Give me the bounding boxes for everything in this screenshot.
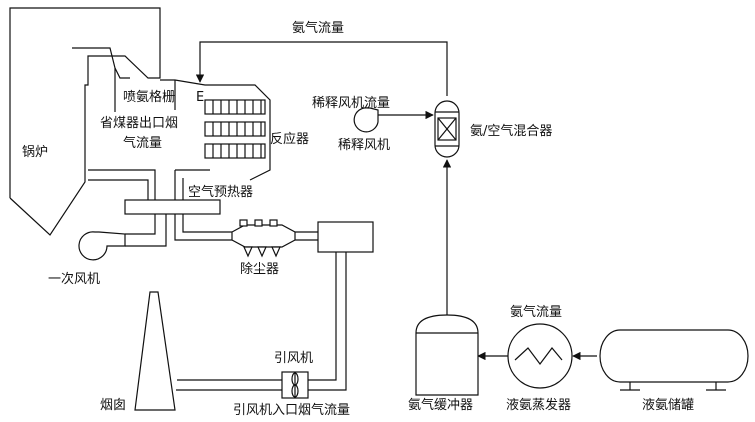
boiler bbox=[9, 7, 161, 236]
id-fan bbox=[281, 371, 309, 399]
air-preheater bbox=[124, 199, 221, 215]
liquid-ammonia-tank bbox=[599, 329, 749, 391]
flue-duct bbox=[88, 169, 210, 200]
duct-to-dust-collector bbox=[174, 214, 232, 241]
liquid-ammonia-tank-label: 液氨储罐 bbox=[642, 398, 694, 413]
ammonia-grid-label: 喷氨格栅 bbox=[123, 89, 175, 105]
grid-marker-label: E bbox=[196, 90, 204, 105]
dilution-fan-label: 稀释风机 bbox=[338, 138, 390, 153]
liquid-ammonia-evaporator-label: 液氨蒸发器 bbox=[506, 397, 571, 413]
id-fan-label: 引风机 bbox=[274, 351, 313, 366]
ammonia-buffer bbox=[415, 314, 479, 396]
exhaust-duct bbox=[176, 221, 374, 391]
liquid-ammonia-evaporator bbox=[507, 323, 573, 389]
ammonia-buffer-label: 氨气缓冲器 bbox=[408, 397, 473, 413]
catalyst-hatching bbox=[212, 100, 262, 158]
catalyst-layer-3 bbox=[204, 143, 266, 159]
boiler-label: 锅炉 bbox=[22, 144, 48, 160]
primary-fan bbox=[78, 214, 167, 261]
primary-fan-label: 一次风机 bbox=[48, 271, 100, 287]
chimney-label: 烟囱 bbox=[100, 398, 126, 413]
ammonia-flow-bottom-label: 氨气流量 bbox=[510, 304, 562, 320]
dust-collector bbox=[231, 219, 296, 258]
dust-collector-label: 除尘器 bbox=[240, 262, 279, 277]
chimney bbox=[134, 291, 176, 411]
ammonia-flow-top-label: 氨气流量 bbox=[292, 20, 344, 36]
economizer-flow-label-2: 气流量 bbox=[123, 135, 162, 151]
reactor-label: 反应器 bbox=[270, 131, 309, 147]
id-fan-inlet-flow-label: 引风机入口烟气流量 bbox=[233, 402, 350, 418]
flue-box bbox=[317, 221, 374, 253]
reactor-body bbox=[160, 79, 271, 181]
dilution-fan bbox=[353, 107, 434, 133]
dilution-fan-flow-label: 稀释风机流量 bbox=[312, 96, 390, 111]
catalyst-layer-2 bbox=[204, 121, 266, 137]
economizer-flow-label-1: 省煤器出口烟 bbox=[100, 116, 178, 131]
mixer-label: 氨/空气混合器 bbox=[470, 123, 552, 139]
air-preheater-label: 空气预热器 bbox=[188, 184, 253, 200]
ammonia-supply-line bbox=[195, 41, 597, 361]
catalyst-layer-1 bbox=[204, 99, 266, 115]
ammonia-air-mixer bbox=[434, 100, 460, 158]
